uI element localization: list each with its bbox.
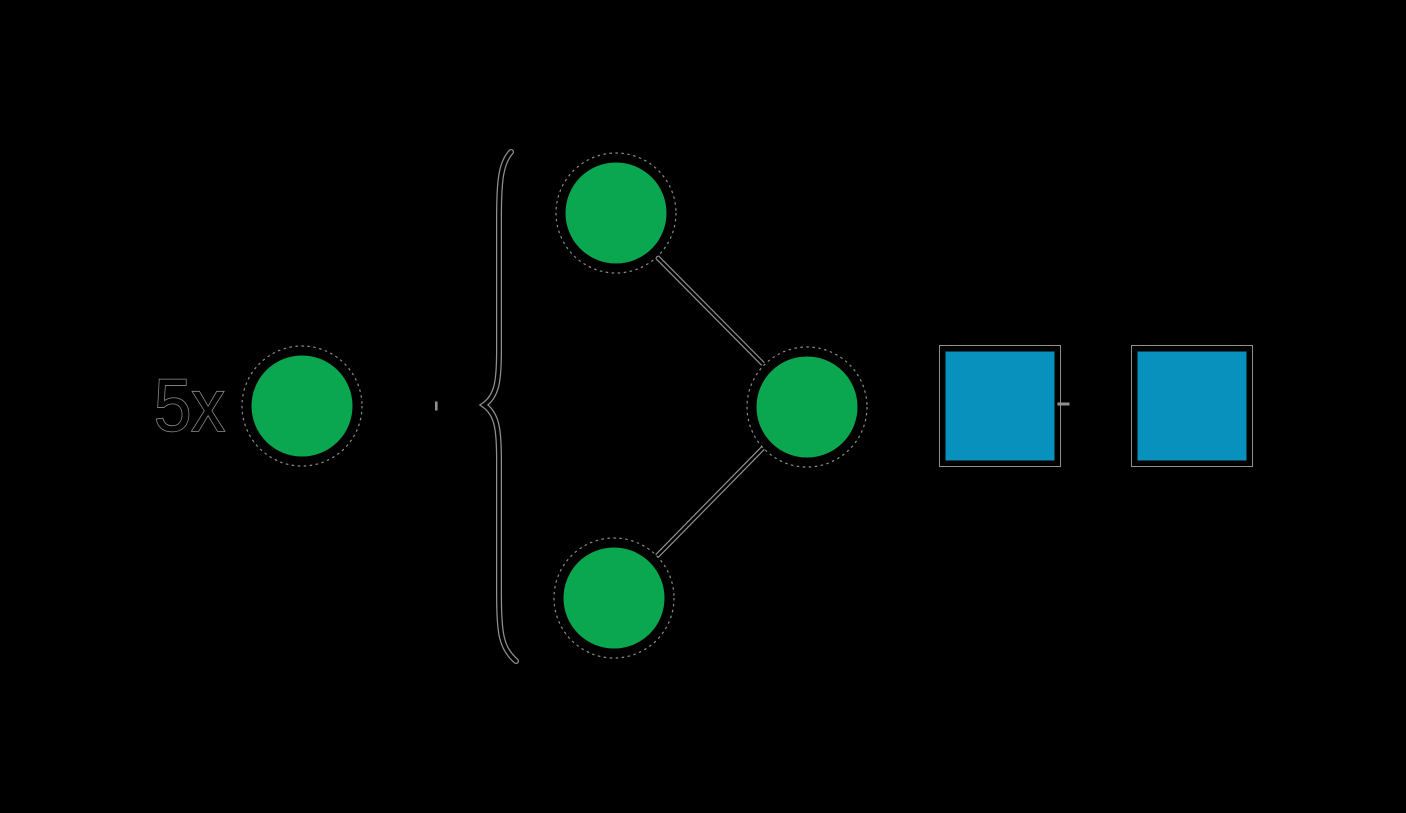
cluster-node-top xyxy=(558,155,674,271)
output-box-2 xyxy=(1132,346,1252,466)
cluster-node-top-halo xyxy=(555,152,677,274)
cluster-node-right-halo xyxy=(746,346,868,468)
cluster-edge-bottom xyxy=(656,447,764,557)
multiplier-label: 5x xyxy=(154,364,225,447)
left-brace xyxy=(480,150,518,663)
cluster-node-bottom xyxy=(556,540,672,656)
expansion-tick xyxy=(435,401,438,411)
cluster-node-bottom-halo xyxy=(553,537,675,659)
unit-node xyxy=(244,348,360,464)
output-box-1-halo xyxy=(939,345,1061,467)
cluster-node-right xyxy=(749,349,865,465)
unit-node-halo xyxy=(241,345,363,467)
output-box-2-halo xyxy=(1131,345,1253,467)
output-box-1 xyxy=(940,346,1060,466)
box-connector-tick xyxy=(1057,402,1070,406)
cluster-edge-top xyxy=(656,256,764,365)
